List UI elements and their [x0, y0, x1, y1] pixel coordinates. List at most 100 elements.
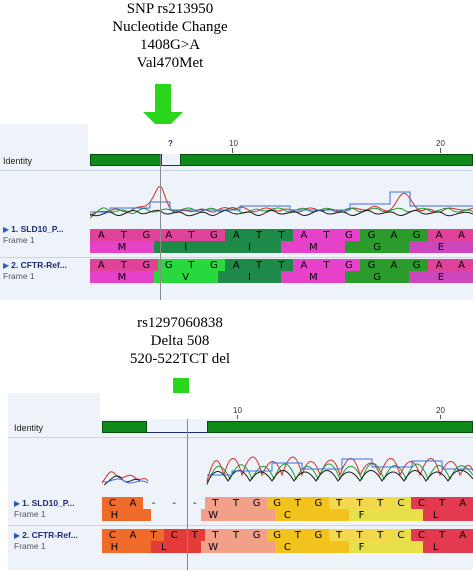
residue-cell: G — [360, 259, 383, 271]
residue-cell — [451, 271, 473, 283]
residue-cell: I — [175, 241, 197, 253]
residue-cell: A — [225, 229, 248, 241]
residue-cell: G — [308, 529, 329, 541]
residue-cell: F — [349, 541, 374, 553]
ruler-tick-20: 20 — [436, 139, 445, 148]
ruler-tick-mark — [237, 415, 238, 419]
residue-cell: T — [247, 229, 271, 241]
residue-cell — [323, 241, 346, 253]
position-cursor[interactable] — [187, 419, 188, 570]
residue-cell: T — [225, 529, 247, 541]
residue-cell: T — [112, 259, 136, 271]
residue-cell: A — [382, 259, 406, 271]
residue-cell: T — [328, 529, 350, 541]
residue-cell: C — [102, 497, 123, 509]
residue-cell: A — [452, 529, 473, 541]
residue-cell — [408, 241, 431, 253]
residue-cell — [345, 271, 367, 283]
residue-cell: A — [382, 229, 406, 241]
residue-cell: T — [315, 229, 338, 241]
residue-cell — [153, 271, 176, 283]
residue-cell — [281, 241, 303, 253]
residue-cell — [299, 509, 325, 521]
residue-cell: T — [369, 529, 391, 541]
residue-cell: H — [102, 509, 127, 521]
position-cursor[interactable] — [160, 154, 161, 300]
residue-cell — [151, 509, 177, 521]
residue-cell — [132, 271, 154, 283]
sequence-name-2-text: 2. CFTR-Ref... — [11, 260, 67, 270]
frame-label-1: Frame 1 — [3, 235, 35, 245]
residue-cell — [90, 241, 112, 253]
separator — [8, 437, 473, 438]
residue-cell: L — [423, 541, 449, 553]
identity-gap — [147, 432, 207, 433]
residue-cell: T — [431, 529, 453, 541]
sequence-name-2[interactable]: ▶2. CFTR-Ref... — [3, 260, 67, 270]
chromatogram-trace — [90, 186, 473, 219]
residue-cell: G — [266, 529, 288, 541]
residue-cell: T — [205, 497, 226, 509]
residue-cell: M — [111, 241, 133, 253]
residue-cell: T — [184, 529, 206, 541]
alignment-panel-snp: ? 10 20 Identity ▶1. SLD10_P... Frame 1 … — [0, 124, 473, 300]
residue-cell: A — [292, 259, 316, 271]
residue-cell — [324, 541, 350, 553]
residue-cell: G — [246, 497, 267, 509]
snp-caption-line-2: Nucleotide Change — [112, 19, 228, 35]
residue-cell: G — [337, 229, 361, 241]
sequence-name-1[interactable]: ▶1. SLD10_P... — [3, 224, 63, 234]
identity-label: Identity — [3, 156, 33, 166]
residue-cell: I — [238, 241, 261, 253]
residue-cell — [176, 509, 201, 521]
residue-cell — [217, 241, 239, 253]
snp-caption-line-4: Val470Met — [136, 55, 204, 71]
residue-cell — [225, 509, 251, 521]
sequence-arrow-icon: ▶ — [3, 225, 10, 234]
residue-cell — [196, 241, 218, 253]
identity-bar — [207, 421, 473, 433]
residue-cell: T — [205, 529, 226, 541]
residue-cell — [90, 271, 112, 283]
frame-label-2: Frame 1 — [3, 271, 35, 281]
residue-cell: A — [157, 229, 181, 241]
sequence-name-2[interactable]: ▶2. CFTR-Ref... — [14, 530, 78, 540]
residue-cell: C — [411, 529, 432, 541]
residue-cell: T — [287, 529, 309, 541]
residue-cell: A — [225, 259, 248, 271]
residue-cell — [398, 509, 424, 521]
ruler — [100, 393, 473, 419]
frame-label-1: Frame 1 — [14, 509, 46, 519]
residue-cell — [387, 241, 409, 253]
deletion-caption-line-3: 520-522TCT del — [129, 351, 231, 367]
residue-cell — [408, 271, 431, 283]
residue-cell — [196, 271, 218, 283]
ruler-tick-10: 10 — [233, 406, 242, 415]
residue-cell — [132, 241, 154, 253]
residue-cell: - — [184, 497, 206, 509]
residue-cell: G — [135, 229, 158, 241]
residue-cell: T — [315, 259, 338, 271]
residue-cell: G — [157, 259, 181, 271]
residue-cell: I — [238, 271, 261, 283]
sequence-name-1[interactable]: ▶1. SLD10_P... — [14, 498, 74, 508]
residue-cell: V — [175, 271, 197, 283]
residue-cell: M — [111, 271, 133, 283]
ruler-tick-mark — [232, 148, 233, 153]
residue-cell: C — [275, 509, 300, 521]
residue-cell: T — [431, 497, 453, 509]
residue-cell: G — [360, 229, 383, 241]
residue-cell: - — [143, 497, 164, 509]
deletion-caption: rs1297060838 Delta 508 520-522TCT del — [0, 314, 360, 368]
residue-cell — [373, 541, 399, 553]
residue-cell — [225, 541, 251, 553]
residue-cell — [398, 541, 424, 553]
residue-cell: W — [200, 509, 226, 521]
residue-cell: G — [202, 229, 226, 241]
